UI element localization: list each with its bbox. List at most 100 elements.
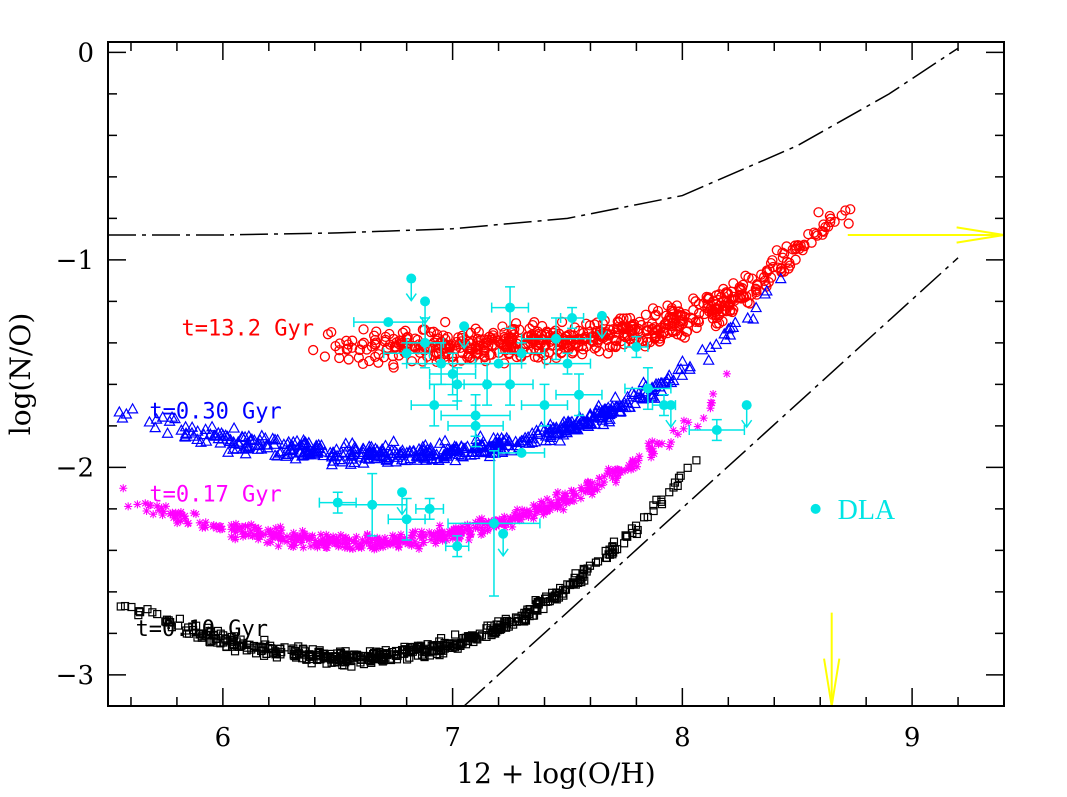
data-point-star [254, 535, 263, 544]
data-point-star [585, 484, 594, 493]
data-point-square [451, 639, 460, 648]
data-point-star [593, 480, 602, 489]
data-point-star [587, 488, 596, 497]
data-point-star [577, 483, 586, 492]
data-point-triangle [200, 434, 213, 446]
data-point-triangle [297, 433, 310, 445]
data-point-triangle [253, 433, 266, 445]
data-point-star [274, 542, 283, 551]
x-axis-label: 12 + log(O/H) [456, 757, 655, 790]
dla-limit-arrow-head [741, 419, 753, 429]
data-point-star [191, 510, 200, 519]
data-point-star [611, 465, 620, 474]
data-point-star [401, 538, 410, 547]
data-point-triangle [609, 390, 622, 402]
data-point-square [237, 641, 247, 650]
data-point-triangle [439, 434, 452, 446]
data-point-star [325, 534, 334, 543]
data-point-square [289, 651, 298, 660]
data-point-triangle [396, 447, 409, 459]
data-point-star [283, 532, 292, 541]
data-point-triangle [126, 402, 139, 414]
dla-point [551, 333, 561, 344]
data-point-square [167, 623, 176, 632]
data-point-triangle [437, 450, 450, 462]
data-point-star [322, 538, 331, 547]
data-point-circle [642, 325, 653, 336]
data-point-star [287, 542, 296, 551]
data-point-star [176, 517, 185, 526]
data-point-star [625, 461, 634, 470]
data-point-square [399, 646, 409, 655]
data-point-star [477, 530, 486, 539]
data-point-star [261, 530, 270, 539]
data-point-circle [343, 354, 354, 365]
data-point-triangle [450, 440, 463, 452]
data-point-star [628, 462, 637, 471]
data-point-square [492, 623, 501, 633]
data-point-triangle [313, 442, 326, 454]
series-label: t=13.2 Gyr [182, 316, 314, 341]
data-point-square [267, 645, 277, 654]
data-point-circle [465, 352, 476, 363]
data-point-triangle [432, 454, 445, 466]
data-point-circle [666, 305, 677, 316]
data-point-square [386, 654, 396, 663]
data-point-triangle [197, 428, 210, 440]
data-point-square [290, 651, 299, 661]
data-point-star [155, 506, 164, 515]
data-point-star [431, 535, 440, 544]
data-point-star [530, 511, 539, 520]
data-point-star [569, 491, 578, 500]
series-label: t=0.17 Gyr [149, 482, 281, 507]
data-point-star [181, 514, 190, 523]
data-point-square [402, 655, 412, 664]
data-point-circle [618, 339, 630, 350]
data-point-triangle [222, 446, 235, 457]
data-point-triangle [363, 440, 376, 452]
data-point-circle [346, 342, 358, 353]
data-point-square [558, 589, 567, 598]
data-point-triangle [750, 301, 763, 313]
data-point-triangle [702, 353, 715, 365]
data-point-circle [527, 319, 538, 331]
data-point-star [195, 518, 204, 527]
data-point-star [173, 515, 182, 524]
data-point-circle [503, 334, 515, 346]
data-point-star [201, 518, 210, 527]
data-point-star [614, 471, 623, 480]
data-point-star [379, 536, 388, 545]
data-point-triangle [271, 449, 284, 461]
dla-point [452, 379, 463, 390]
data-point-triangle [501, 439, 514, 451]
data-point-star [699, 414, 708, 423]
data-point-triangle [417, 450, 430, 461]
data-point-circle [735, 285, 746, 296]
data-point-star [325, 539, 334, 548]
x-tick-label: 7 [444, 723, 461, 753]
data-point-star [608, 467, 617, 476]
data-point-star [633, 462, 642, 471]
data-point-square [652, 495, 661, 504]
data-point-triangle [718, 327, 731, 339]
y-axis-label: log(N/O) [4, 313, 37, 435]
dla-point [516, 348, 527, 359]
data-point-triangle [710, 338, 723, 349]
data-point-star [411, 541, 420, 550]
data-point-square [184, 623, 193, 632]
data-point-square [161, 617, 170, 626]
data-point-star [483, 526, 492, 535]
data-point-circle [703, 292, 714, 303]
data-point-triangle [269, 433, 282, 445]
data-point-triangle [239, 442, 252, 454]
data-point-circle [646, 325, 658, 336]
data-point-circle [589, 343, 600, 354]
y-tick-label: −1 [56, 246, 94, 276]
data-point-square [464, 636, 473, 645]
data-point-square [300, 650, 309, 659]
data-point-triangle [286, 443, 299, 455]
data-point-square [153, 609, 162, 619]
data-point-square [336, 648, 346, 658]
data-point-star [458, 522, 467, 531]
data-point-star [471, 518, 480, 527]
